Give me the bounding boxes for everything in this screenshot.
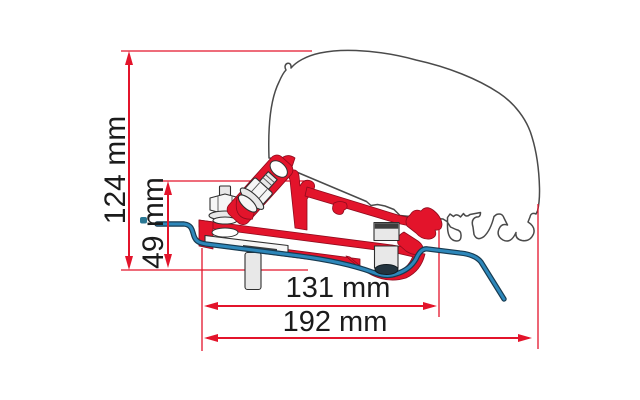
bracket-fork xyxy=(288,169,315,231)
arrowhead-right xyxy=(518,334,532,342)
roof-sheet xyxy=(140,217,507,302)
right-spacer-hatch xyxy=(374,223,399,229)
bracket-gutter-claw xyxy=(405,207,443,240)
roof-sheet-end-mark xyxy=(140,217,147,224)
dim-label-49: 49 mm xyxy=(137,177,170,269)
thread-hatch xyxy=(265,174,275,183)
dim-label-192: 192 mm xyxy=(283,306,388,338)
roof-sheet-blue-stroke xyxy=(155,222,506,301)
van-roof-outline xyxy=(268,49,541,242)
dim-label-131: 131 mm xyxy=(286,272,391,304)
hex-facet-line xyxy=(249,182,260,194)
bracket-inner-curl xyxy=(332,201,348,215)
arrowhead-left xyxy=(204,302,218,310)
arrowhead-up xyxy=(164,181,172,195)
van-silhouette xyxy=(268,49,541,242)
dimension-192: 192 mm xyxy=(204,306,532,342)
dimension-49: 49 mm xyxy=(137,177,172,269)
dim-label-124: 124 mm xyxy=(99,116,132,224)
arrowhead-up xyxy=(125,51,133,65)
hanging-bolt-shank xyxy=(244,251,262,291)
arrowhead-down xyxy=(125,256,133,270)
arrowhead-left xyxy=(204,334,218,342)
dimension-131: 131 mm xyxy=(204,272,437,310)
thread-hatch xyxy=(262,177,273,186)
tilted-bolt-cup-washer xyxy=(237,194,258,213)
clamp-plate-cap xyxy=(269,160,288,178)
extension-lines xyxy=(121,50,539,351)
right-bolt-rubber-pad xyxy=(374,264,399,275)
arrowhead-right xyxy=(423,302,437,310)
rail-washer-pocket xyxy=(211,227,239,238)
arrowhead-down xyxy=(164,254,172,268)
dimension-124: 124 mm xyxy=(99,51,133,270)
tilted-clamp-assembly xyxy=(226,154,294,225)
hex-facet-line xyxy=(257,189,268,201)
